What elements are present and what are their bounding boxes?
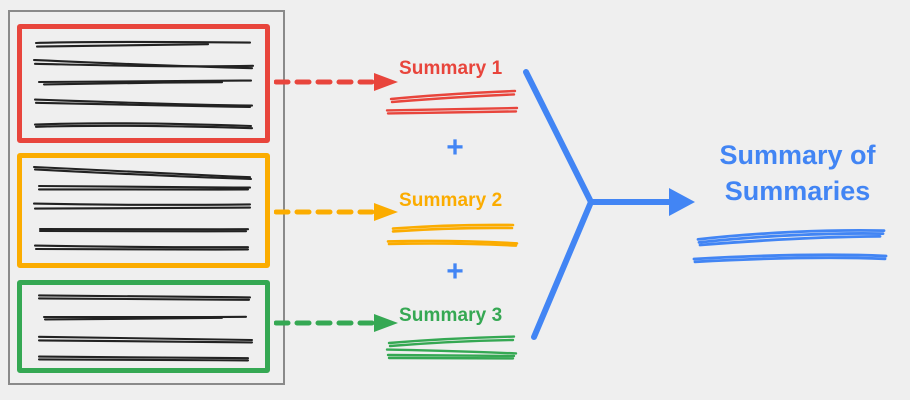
summary-label-2[interactable]: Summary 2: [399, 190, 503, 211]
final-output-line-1: Summary of: [719, 140, 876, 170]
document-text-lines-orange: [22, 158, 265, 263]
summary-scribble-1: [383, 86, 523, 118]
dashed-arrow-red: [274, 70, 398, 94]
document-text-lines-red: [22, 29, 265, 138]
document-text-lines-green: [22, 285, 265, 368]
document-group-red[interactable]: [17, 24, 270, 143]
summary-scribble-2: [383, 218, 523, 250]
merge-connector-arrow: [515, 60, 705, 350]
plus-operator-2: +: [446, 255, 464, 288]
document-group-orange[interactable]: [17, 153, 270, 268]
document-group-green[interactable]: [17, 280, 270, 373]
summary-scribble-3: [383, 331, 523, 363]
final-output-scribble: [688, 222, 893, 268]
summary-label-3[interactable]: Summary 3: [399, 305, 503, 326]
final-output-line-2: Summaries: [724, 175, 871, 206]
source-documents-container: [8, 10, 285, 385]
plus-operator-1: +: [446, 131, 464, 164]
final-output-title: Summary of Summaries: [690, 138, 905, 209]
dashed-arrow-orange: [274, 200, 398, 224]
dashed-arrow-green: [274, 311, 398, 335]
summary-label-1[interactable]: Summary 1: [399, 58, 503, 79]
